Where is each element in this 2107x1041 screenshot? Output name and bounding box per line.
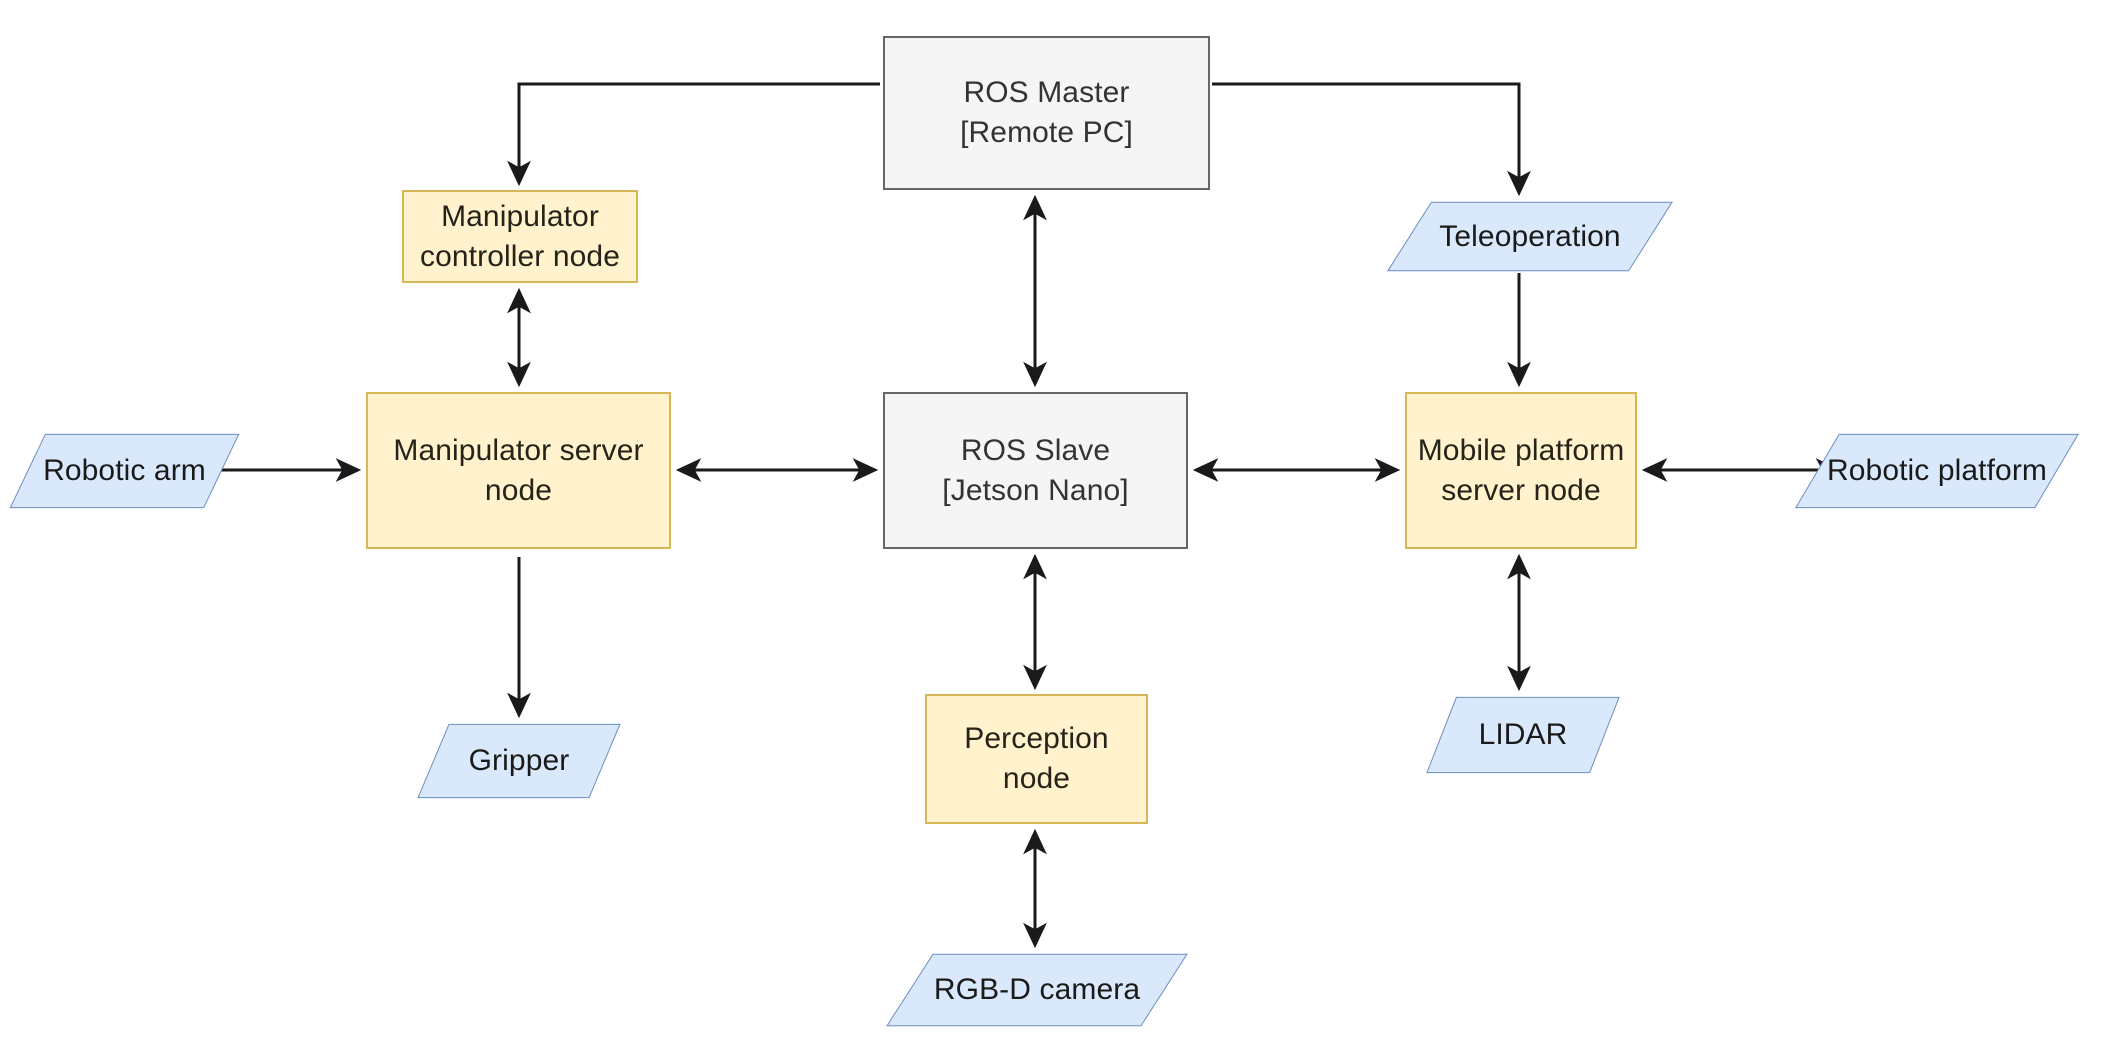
parallelogram-shape bbox=[8, 432, 241, 510]
node-label: Robotic platform bbox=[1826, 454, 2048, 488]
node-robotic-platform[interactable]: Robotic platform bbox=[1793, 432, 2081, 510]
node-robotic-arm[interactable]: Robotic arm bbox=[8, 432, 241, 510]
node-teleoperation[interactable]: Teleoperation bbox=[1385, 200, 1675, 273]
parallelogram-shape bbox=[416, 722, 622, 800]
node-label: Mobile platform server node bbox=[1417, 433, 1625, 507]
parallelogram-shape bbox=[884, 952, 1190, 1028]
node-ros-slave[interactable]: ROS Slave [Jetson Nano] bbox=[883, 392, 1188, 549]
node-label: LIDAR bbox=[1478, 718, 1568, 752]
node-perception-node[interactable]: Perception node bbox=[925, 694, 1148, 824]
node-manipulator-server-node[interactable]: Manipulator server node bbox=[366, 392, 671, 549]
node-mobile-platform-server-node[interactable]: Mobile platform server node bbox=[1405, 392, 1637, 549]
node-label: Manipulator controller node bbox=[420, 199, 620, 273]
edge-master-to-teleoperation bbox=[1212, 82, 1531, 197]
node-label: Robotic arm bbox=[43, 454, 206, 488]
node-label: Manipulator server node bbox=[393, 433, 644, 507]
parallelogram-shape bbox=[1793, 432, 2081, 510]
edge-master-to-manipulator-controller bbox=[507, 82, 880, 187]
node-rgbd-camera[interactable]: RGB-D camera bbox=[884, 952, 1190, 1028]
parallelogram-shape bbox=[1425, 695, 1621, 775]
node-label: Teleoperation bbox=[1439, 219, 1621, 253]
node-lidar[interactable]: LIDAR bbox=[1425, 695, 1621, 775]
node-manipulator-controller-node[interactable]: Manipulator controller node bbox=[402, 190, 638, 283]
node-label: RGB-D camera bbox=[933, 973, 1141, 1007]
node-label: Perception node bbox=[964, 722, 1109, 795]
node-gripper[interactable]: Gripper bbox=[416, 722, 622, 800]
node-label: Gripper bbox=[468, 744, 570, 778]
node-label: ROS Master [Remote PC] bbox=[960, 76, 1133, 149]
node-ros-master[interactable]: ROS Master [Remote PC] bbox=[883, 36, 1210, 190]
parallelogram-shape bbox=[1385, 200, 1675, 273]
node-label: ROS Slave [Jetson Nano] bbox=[942, 433, 1129, 507]
